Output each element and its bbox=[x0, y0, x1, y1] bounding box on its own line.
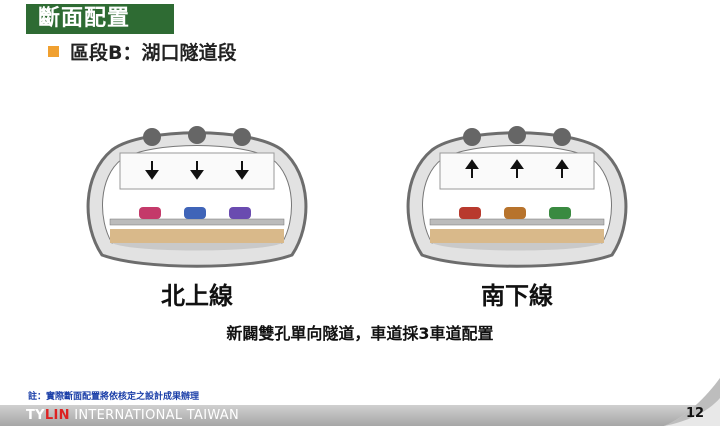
logo-brand-lin: LIN bbox=[44, 408, 70, 423]
logo-brand-ty: TY bbox=[26, 408, 45, 423]
page-curl-icon bbox=[664, 378, 720, 426]
tunnel-diagram-northbound bbox=[82, 115, 312, 275]
company-logo: TYLIN INTERNATIONAL TAIWAN bbox=[26, 408, 239, 423]
section-description: 新闢雙孔單向隧道，車道採3車道配置 bbox=[226, 324, 494, 343]
footer-bar bbox=[0, 405, 720, 426]
logo-company-name: INTERNATIONAL TAIWAN bbox=[74, 408, 240, 423]
slide-title: 斷面配置 bbox=[26, 4, 174, 34]
bullet-icon bbox=[48, 46, 59, 57]
tunnel-label-northbound: 北上線 bbox=[161, 282, 233, 310]
footnote: 註：實際斷面配置將依核定之設計成果辦理 bbox=[28, 392, 200, 402]
tunnel-diagram-southbound bbox=[402, 115, 632, 275]
tunnel-label-southbound: 南下線 bbox=[481, 282, 553, 310]
section-subtitle: 區段B：湖口隧道段 bbox=[70, 42, 237, 64]
page-number: 12 bbox=[686, 406, 705, 421]
